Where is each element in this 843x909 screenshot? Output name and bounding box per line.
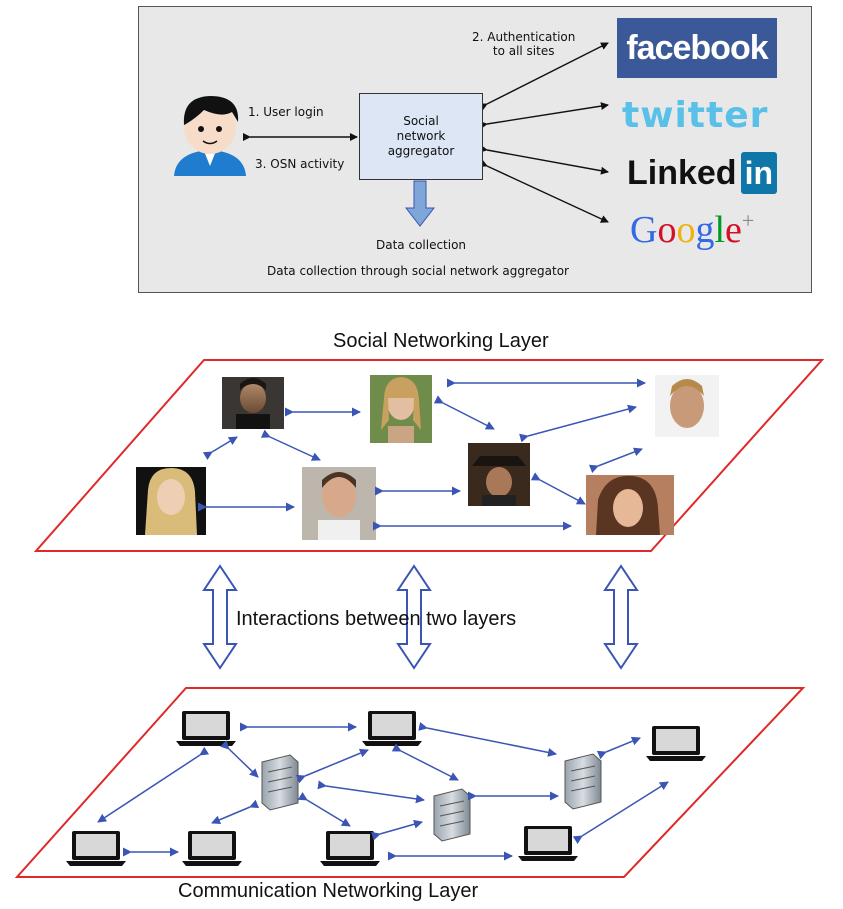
- google-plus-logo: Google+: [630, 208, 754, 252]
- laptop-icon: [518, 826, 578, 861]
- network-link-arrows: [97, 722, 669, 861]
- aggregator-line-3: aggregator: [387, 144, 455, 158]
- social-layer-title: Social Networking Layer: [333, 330, 549, 352]
- social-link-arrows: [198, 378, 646, 531]
- person-portrait-7: [586, 475, 674, 535]
- user-icon: [174, 96, 246, 176]
- social-layer-plane: [33, 359, 825, 552]
- laptop-icon: [362, 711, 422, 746]
- person-portrait-2: [370, 375, 432, 443]
- laptop-icon: [176, 711, 236, 746]
- data-collection-arrow: [404, 180, 436, 227]
- twitter-logo: twitter: [622, 95, 769, 136]
- interactions-label: Interactions between two layers: [236, 608, 517, 630]
- authentication-label: 2. Authentication to all sites: [472, 30, 575, 58]
- person-portrait-1: [222, 377, 284, 429]
- facebook-logo: facebook: [617, 18, 777, 78]
- osn-activity-label: 3. OSN activity: [255, 157, 345, 171]
- aggregator-line-1: Social: [403, 114, 439, 128]
- person-portrait-4: [136, 467, 206, 535]
- google-plus-sign: +: [741, 208, 755, 233]
- google-letter: g: [695, 209, 715, 251]
- server-icon: [564, 753, 602, 810]
- google-letter: G: [630, 209, 658, 251]
- interlayer-arrows: [202, 564, 639, 670]
- authentication-line-2: to all sites: [492, 44, 555, 58]
- user-login-label: 1. User login: [248, 105, 324, 119]
- person-portrait-6: [468, 443, 530, 506]
- social-network-aggregator-box: Social network aggregator: [359, 93, 483, 180]
- communication-layer-title: Communication Networking Layer: [178, 880, 479, 902]
- person-portrait-3: [655, 375, 719, 437]
- server-icon: [433, 788, 471, 842]
- google-letter: e: [725, 209, 742, 251]
- authentication-line-1: 2. Authentication: [472, 30, 576, 44]
- person-portrait-5: [302, 467, 376, 540]
- aggregator-caption: Data collection through social network a…: [267, 264, 569, 278]
- laptop-icon: [182, 831, 242, 866]
- laptop-icon: [66, 831, 126, 866]
- data-collection-label: Data collection: [376, 238, 467, 252]
- google-letter: o: [657, 209, 677, 251]
- google-letter: o: [676, 209, 696, 251]
- top-panel-arrows: [243, 42, 609, 223]
- linkedin-in-badge: in: [740, 152, 778, 194]
- laptop-icon: [320, 831, 380, 866]
- communication-layer-plane: [14, 687, 806, 878]
- google-letter: l: [714, 209, 726, 251]
- linkedin-word: Linked: [627, 153, 737, 192]
- laptop-icon: [646, 726, 706, 761]
- aggregator-line-2: network: [396, 129, 446, 143]
- server-icon: [261, 754, 299, 811]
